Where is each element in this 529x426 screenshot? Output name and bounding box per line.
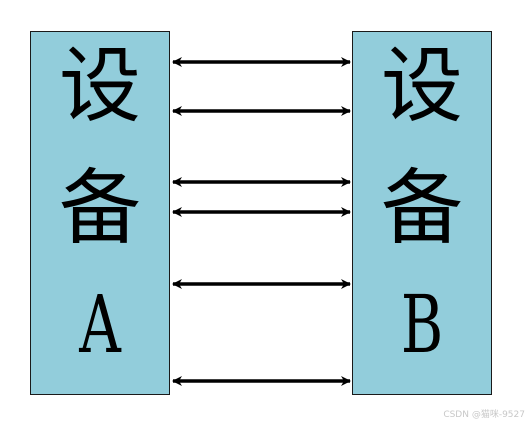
device-a-char-2: 备 [58,161,141,256]
device-b-char-2: 备 [380,161,463,256]
device-a-letter: A [79,278,121,371]
watermark: CSDN @猫咪-9527 [443,410,525,420]
device-a-char-1: 设 [58,39,141,134]
device-b-box: 设 备 B [352,31,492,395]
device-b-letter: B [400,278,444,371]
device-a-box: 设 备 A [30,31,170,395]
device-b-char-1: 设 [380,39,463,134]
